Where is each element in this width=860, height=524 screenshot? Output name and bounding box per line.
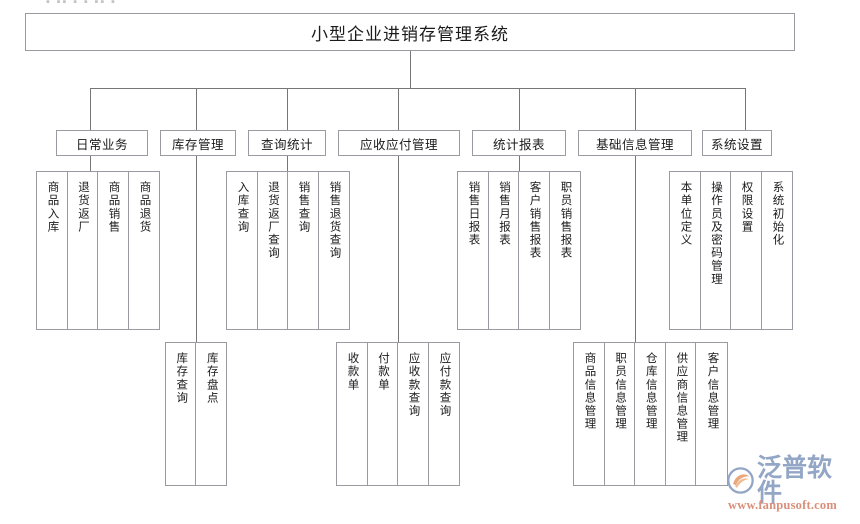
- leaf-item[interactable]: 商品信息管理: [574, 343, 605, 485]
- leaf-item[interactable]: 操作员及密码管理: [700, 172, 731, 329]
- leaf-label: 应收款查询: [407, 352, 420, 418]
- leaf-label: 商品入库: [46, 181, 59, 234]
- leaf-item[interactable]: 权限设置: [731, 172, 762, 329]
- leaf-item[interactable]: 销售退货查询: [318, 172, 349, 329]
- leaf-item[interactable]: 应收款查询: [398, 343, 429, 485]
- leaf-label: 客户销售报表: [528, 181, 541, 260]
- leaf-label: 销售查询: [297, 181, 310, 234]
- logo-row: 泛普软件: [727, 455, 855, 505]
- leaf-item[interactable]: 销售日报表: [458, 172, 489, 329]
- leaf-label: 操作员及密码管理: [709, 181, 722, 286]
- leaf-item[interactable]: 退货返厂查询: [257, 172, 288, 329]
- leaf-item[interactable]: 供应商信息管理: [665, 343, 697, 485]
- leaf-label: 仓库信息管理: [644, 352, 657, 431]
- leaf-label: 商品退货: [138, 181, 151, 234]
- leaf-group-receivable-payable: 收款单 付款单 应收款查询 应付款查询: [336, 342, 460, 486]
- top-watermark: ▪ ▪▪ ▪ ▪ ▪▪ ▪: [46, 0, 117, 8]
- drop-line-system-settings: [745, 88, 746, 130]
- leaf-label: 本单位定义: [679, 181, 692, 247]
- leaf-item[interactable]: 商品退货: [128, 172, 159, 329]
- leaf-item[interactable]: 库存查询: [166, 343, 197, 485]
- category-label-basic-information: 基础信息管理: [595, 137, 674, 152]
- leaf-item[interactable]: 客户销售报表: [519, 172, 550, 329]
- leaf-label: 库存盘点: [205, 352, 218, 405]
- logo-url: www.fanpusoft.com: [728, 498, 837, 512]
- category-box-inventory-management[interactable]: 库存管理: [160, 130, 236, 156]
- category-label-query-statistics: 查询统计: [260, 137, 313, 152]
- category-box-daily-business[interactable]: 日常业务: [56, 130, 148, 156]
- category-label-inventory-management: 库存管理: [171, 137, 224, 152]
- category-box-basic-information[interactable]: 基础信息管理: [578, 130, 692, 156]
- category-box-query-statistics[interactable]: 查询统计: [248, 130, 326, 156]
- leaf-label: 库存查询: [175, 352, 188, 405]
- leaf-label: 退货返厂: [76, 181, 89, 234]
- leaf-item[interactable]: 入库查询: [227, 172, 258, 329]
- leaf-item[interactable]: 客户信息管理: [696, 343, 728, 485]
- drop-line-receivable-payable: [398, 88, 399, 342]
- leaf-item[interactable]: 退货返厂: [67, 172, 98, 329]
- leaf-item[interactable]: 系统初始化: [761, 172, 792, 329]
- leaf-label: 退货返厂查询: [266, 181, 279, 260]
- leaf-item[interactable]: 销售查询: [288, 172, 319, 329]
- category-box-receivable-payable[interactable]: 应收应付管理: [338, 130, 460, 156]
- leaf-label: 销售月报表: [497, 181, 510, 247]
- category-label-statistical-reports: 统计报表: [492, 137, 545, 152]
- category-label-receivable-payable: 应收应付管理: [359, 137, 438, 152]
- leaf-item[interactable]: 职员信息管理: [604, 343, 636, 485]
- leaf-group-query-statistics: 入库查询 退货返厂查询 销售查询 销售退货查询: [226, 171, 350, 330]
- leaf-label: 入库查询: [236, 181, 249, 234]
- leaf-label: 商品信息管理: [583, 352, 596, 431]
- category-label-system-settings: 系统设置: [710, 137, 763, 152]
- drop-line-query-statistics: [287, 88, 288, 171]
- leaf-group-basic-information: 商品信息管理 职员信息管理 仓库信息管理 供应商信息管理 客户信息管理: [573, 342, 728, 486]
- leaf-label: 权限设置: [740, 181, 753, 234]
- drop-line-inventory-management: [196, 88, 197, 342]
- drop-line-daily-business: [90, 88, 91, 171]
- fanpu-mark-icon: [727, 467, 754, 494]
- leaf-label: 销售退货查询: [328, 181, 341, 260]
- leaf-item[interactable]: 商品销售: [98, 172, 129, 329]
- leaf-label: 职员信息管理: [614, 352, 627, 431]
- bus-line: [90, 88, 745, 89]
- leaf-group-statistical-reports: 销售日报表 销售月报表 客户销售报表 职员销售报表: [457, 171, 581, 330]
- leaf-item[interactable]: 仓库信息管理: [635, 343, 666, 485]
- category-box-system-settings[interactable]: 系统设置: [702, 130, 772, 156]
- leaf-label: 商品销售: [107, 181, 120, 234]
- root-node-box: 小型企业进销存管理系统: [25, 13, 795, 51]
- root-node-label: 小型企业进销存管理系统: [311, 24, 509, 44]
- fanpusoft-logo: 泛普软件 www.fanpusoft.com: [727, 455, 855, 516]
- leaf-group-daily-business: 商品入库 退货返厂 商品销售 商品退货: [36, 171, 160, 330]
- leaf-label: 销售日报表: [467, 181, 480, 247]
- leaf-label: 付款单: [376, 352, 389, 392]
- leaf-item[interactable]: 付款单: [367, 343, 398, 485]
- leaf-label: 应付款查询: [438, 352, 451, 418]
- leaf-item[interactable]: 职员销售报表: [549, 172, 580, 329]
- category-label-daily-business: 日常业务: [75, 137, 128, 152]
- category-box-statistical-reports[interactable]: 统计报表: [472, 130, 566, 156]
- leaf-label: 收款单: [346, 352, 359, 392]
- leaf-item[interactable]: 商品入库: [37, 172, 68, 329]
- logo-brand-name: 泛普软件: [757, 453, 833, 507]
- leaf-item[interactable]: 本单位定义: [670, 172, 701, 329]
- leaf-group-system-settings: 本单位定义 操作员及密码管理 权限设置 系统初始化: [669, 171, 793, 330]
- leaf-item[interactable]: 应付款查询: [428, 343, 459, 485]
- leaf-label: 客户信息管理: [706, 352, 719, 431]
- leaf-label: 职员销售报表: [559, 181, 572, 260]
- root-stem-line: [410, 51, 411, 88]
- leaf-item[interactable]: 收款单: [337, 343, 368, 485]
- leaf-item[interactable]: 库存盘点: [196, 343, 226, 485]
- leaf-label: 系统初始化: [771, 181, 784, 247]
- leaf-label: 供应商信息管理: [675, 352, 688, 444]
- drop-line-statistical-reports: [519, 88, 520, 171]
- leaf-group-inventory-management: 库存查询 库存盘点: [165, 342, 227, 486]
- leaf-item[interactable]: 销售月报表: [488, 172, 519, 329]
- drop-line-basic-information: [635, 88, 636, 342]
